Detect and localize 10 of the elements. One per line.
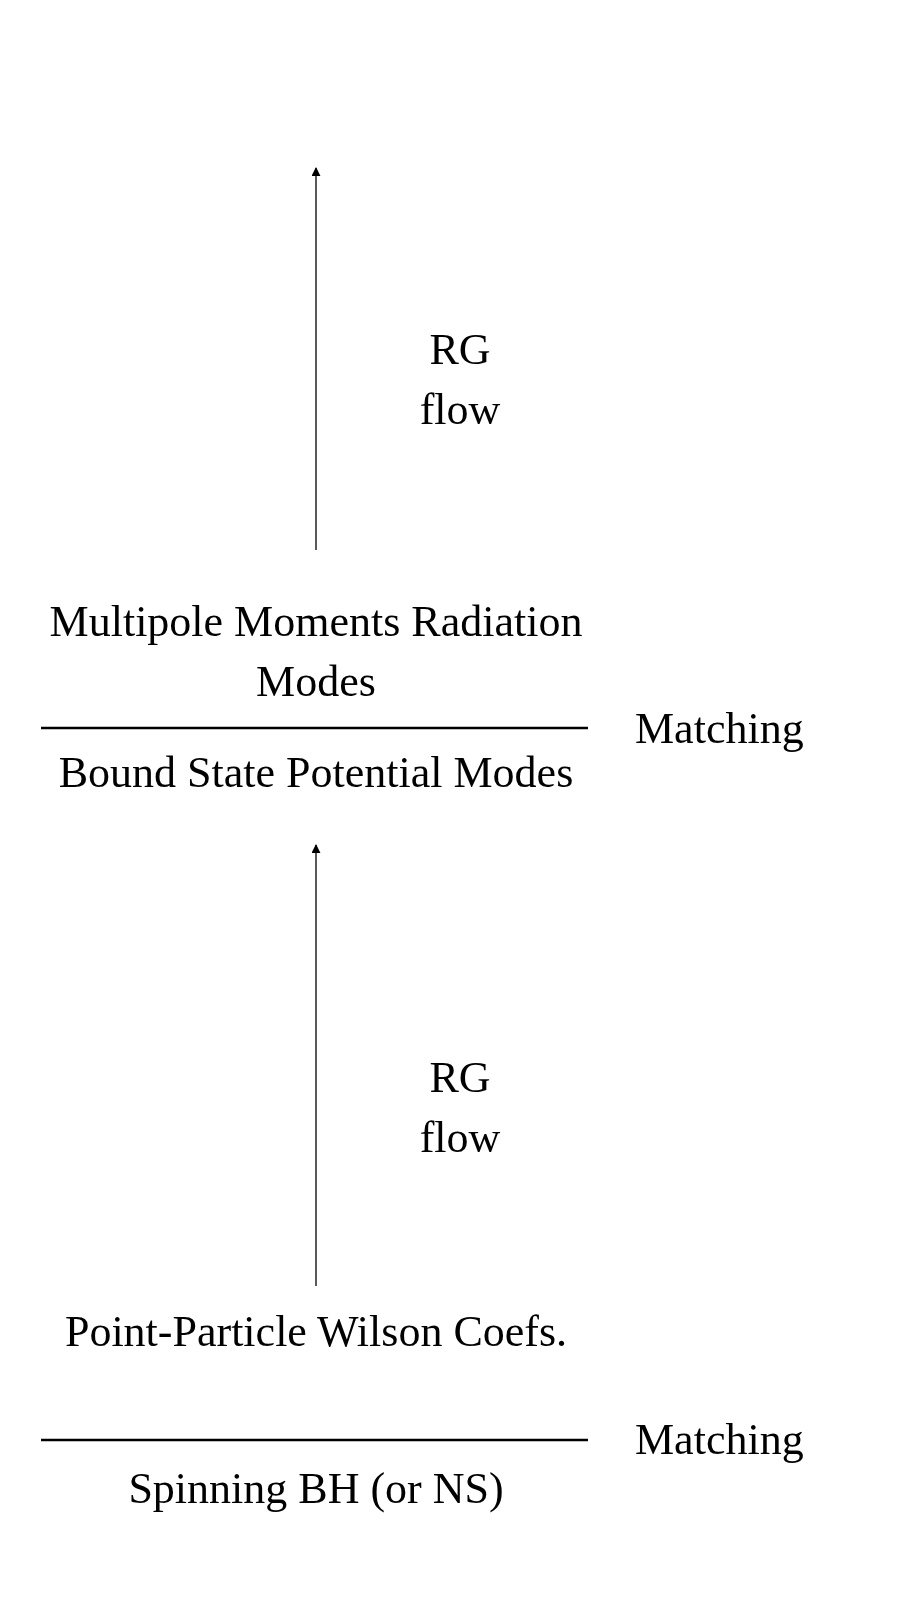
edge-label: RG flow bbox=[418, 324, 502, 436]
text-label: Bound State Potential Modes bbox=[36, 743, 596, 845]
text-label: Spinning BH (or NS) bbox=[36, 1459, 596, 1519]
text-label: Matching bbox=[635, 1414, 804, 1466]
edge-label: RG flow bbox=[418, 1052, 502, 1164]
text-label: Multipole Moments Radiation Modes bbox=[36, 550, 596, 712]
text-label: Point-Particle Wilson Coefs. bbox=[36, 1286, 596, 1362]
arrow bbox=[311, 844, 321, 1287]
arrow bbox=[311, 167, 321, 551]
text-label: Matching bbox=[635, 703, 804, 755]
